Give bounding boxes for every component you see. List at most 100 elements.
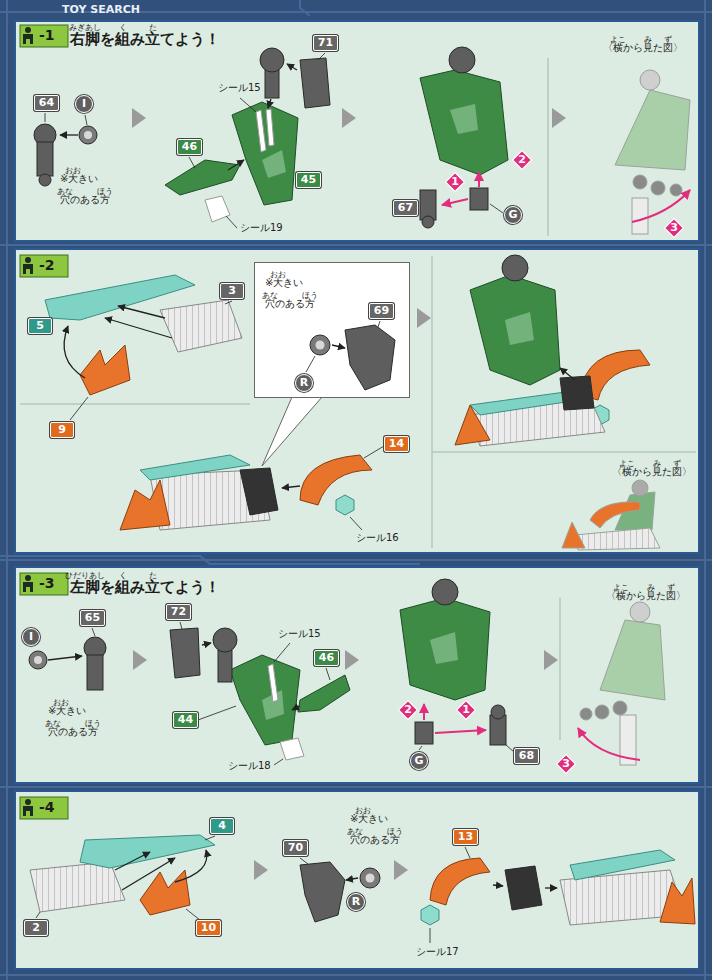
side-view-figure [590,502,640,528]
part-number: 45 [296,172,321,188]
orange-part [430,858,490,905]
camo-patch [430,632,458,664]
joint-part [449,47,475,73]
orange-part [140,870,190,915]
leader-line [45,113,46,122]
panel-ground [14,248,700,554]
joint-part [265,70,279,98]
joint-part [260,48,284,72]
circuit-pattern [0,244,712,246]
part-label: 46 [319,651,334,664]
leader-line [189,157,195,168]
part-number: 72 [166,604,191,620]
washer-part [310,335,330,355]
joint-part [213,628,237,652]
leader-line [430,928,431,943]
part-label: G [414,754,423,767]
furigana: ひだりあし [65,572,105,580]
step-divider [432,451,696,453]
step-heading: 右脚を組み立てよう！ [70,30,220,48]
step-number: -2 [39,257,55,274]
circuit-pattern [0,559,712,561]
joint-part [491,705,505,719]
part-label: 3 [562,757,570,770]
furigana: ほう [302,292,318,300]
leader-line [274,643,290,662]
part-number: 46 [177,139,202,155]
orange-part [120,480,170,530]
assembly-arrow [287,64,297,70]
part-label: 1 [451,175,459,188]
track-unit [30,862,125,912]
step-triangle [342,108,356,128]
furigana: よこ [610,36,626,44]
furigana: た [149,24,157,32]
joint-part [170,628,200,678]
furigana: あな [57,188,73,196]
side-view-figure [632,198,648,234]
panel-ground [14,566,700,784]
furigana: く [119,24,127,32]
part-number: 5 [28,318,52,334]
washer-part [79,126,97,144]
leg-icon [23,34,33,44]
side-view-figure [600,620,665,700]
furigana: おお [355,807,371,815]
part-label: 71 [318,36,333,49]
furigana: み [653,460,661,468]
step-order-mark: 2 [512,150,532,170]
joint-part [300,862,345,922]
order-diamond [399,701,418,720]
part-label: 13 [458,830,473,843]
step-heading: 左脚を組み立てよう！ [70,578,220,596]
joint-part [505,866,542,910]
step-triangle [544,650,558,670]
side-view-figure [575,528,660,550]
sticker-callout: シール15 [218,82,261,94]
furigana: ず [667,584,675,592]
leader-line [180,622,182,629]
leader-line [326,668,330,680]
joint-part [300,58,330,108]
side-view-figure [595,705,609,719]
inset-ground [262,397,322,466]
leg-armor [400,598,490,700]
joint-part [470,188,488,210]
order-arrow [632,190,690,222]
order-arrow [423,704,425,720]
assembly-arrow [560,368,575,380]
leader-line [318,53,325,60]
step-divider [559,598,561,740]
part-label: 2 [32,921,40,934]
leader-line [274,759,283,765]
leader-line [465,847,470,858]
circuit-pattern [0,556,420,564]
panel-ground [14,20,700,242]
furigana: み [647,584,655,592]
part-label: 2 [518,153,526,166]
side-view-figure [580,708,592,720]
step-order-mark: 3 [664,218,684,238]
part-label: 45 [301,173,316,186]
furigana: よこ [619,460,635,468]
order-diamond [557,755,576,774]
part-label: 4 [218,819,226,832]
order-arrow [478,172,480,187]
step-number: -4 [39,799,55,816]
step-order-mark: 1 [456,700,476,720]
leader-line [364,446,384,458]
step-triangle [254,860,268,880]
part-number: 68 [514,748,539,764]
leg-icon [25,575,31,581]
side-view-figure [562,522,585,548]
step-divider [547,58,549,236]
furigana: おお [65,167,81,175]
side-view-figure [613,701,627,715]
sticker-shape [205,196,230,222]
sticker-callout: シール17 [416,946,459,958]
leader-line [186,909,200,920]
leg-armor [298,675,350,712]
order-diamond [446,173,465,192]
step-number: -1 [39,27,55,44]
